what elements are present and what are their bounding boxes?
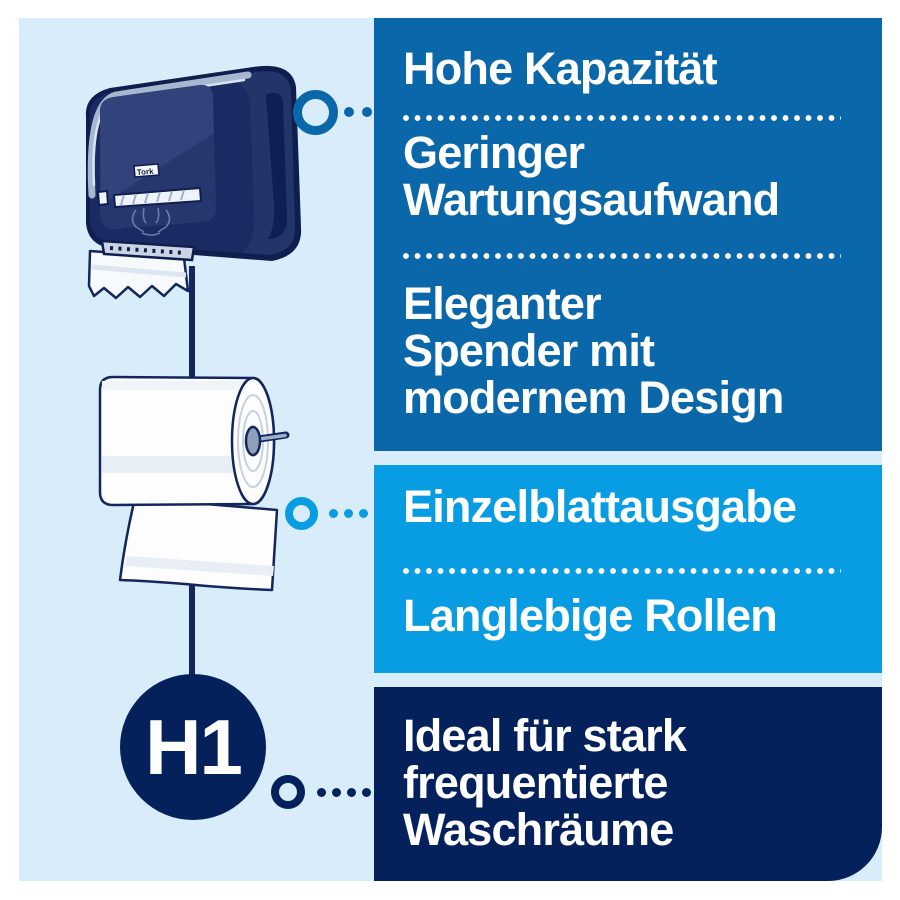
benefits-panel-middle: Einzelblattausgabe Langlebige Rollen [374,465,882,673]
connector-dot [359,509,368,518]
connector-dot [362,107,372,117]
feature-line: Geringer [403,127,585,178]
feature-line: Spender mit [403,325,655,376]
feature-line: modernem Design [403,372,784,423]
connector-ring-bottom [271,775,305,809]
paper-shade [91,264,187,278]
dotted-divider [403,568,841,574]
dispenser-illustration: Tork [85,65,302,300]
connector-dot [332,788,341,797]
feature-line: Ideal für stark [403,710,687,761]
feature-long-lasting-rolls: Langlebige Rollen [403,592,868,639]
paper-roll-illustration [98,375,290,592]
connector-dot [344,107,354,117]
feature-high-capacity: Hohe Kapazität [403,45,868,92]
tork-logo-plate [133,163,160,178]
feature-line: Langlebige Rollen [403,590,778,641]
dispenser-window-glare [99,84,214,205]
benefits-panel-bottom: Ideal für stark frequentierte Waschräume [374,687,882,881]
roll-band [102,456,252,473]
connector-ring-middle [285,497,318,530]
connector-line-top [189,266,195,382]
roll-sheet [118,496,279,592]
feature-line: Hohe Kapazität [403,43,718,94]
feature-line: Einzelblattausgabe [403,481,797,532]
connector-dot [329,509,338,518]
connector-line-bottom [189,580,195,678]
paper-sheet [87,249,190,300]
dotted-divider [403,253,841,259]
roll-sheet-shade [125,556,274,576]
feature-elegant-design: Eleganter Spender mit modernem Design [403,280,868,421]
spindle-hub [244,425,262,457]
connector-dot [317,788,326,797]
feature-low-maintenance: Geringer Wartungsaufwand [403,129,868,223]
connector-dot [362,788,371,797]
benefits-panel-top: Hohe Kapazität Geringer Wartungsaufwand … [374,18,882,451]
dispenser-base [100,239,196,262]
feature-line: Waschräume [403,804,674,855]
feature-line: frequentierte [403,757,668,808]
feature-line: Wartungsaufwand [403,174,780,225]
dotted-divider [403,115,841,121]
dispenser-side-shadow [266,92,288,239]
dispenser-trim [87,71,252,199]
connector-dot [344,509,353,518]
feature-single-sheet: Einzelblattausgabe [403,483,868,530]
connector-ring-top [293,90,338,135]
base-serration [109,246,187,255]
h1-badge-label: H1 [145,702,243,791]
dispenser-key [96,189,110,207]
feature-line: Eleganter [403,278,602,329]
roll-band-top [102,381,252,390]
spindle-pin [257,433,287,441]
slot-hatches [120,189,185,206]
h1-badge: H1 [120,674,266,820]
feature-high-traffic: Ideal für stark frequentierte Waschräume [403,712,868,853]
tork-logo-text: Tork [137,167,155,177]
connector-dot [347,788,356,797]
hands-icon [131,207,171,236]
